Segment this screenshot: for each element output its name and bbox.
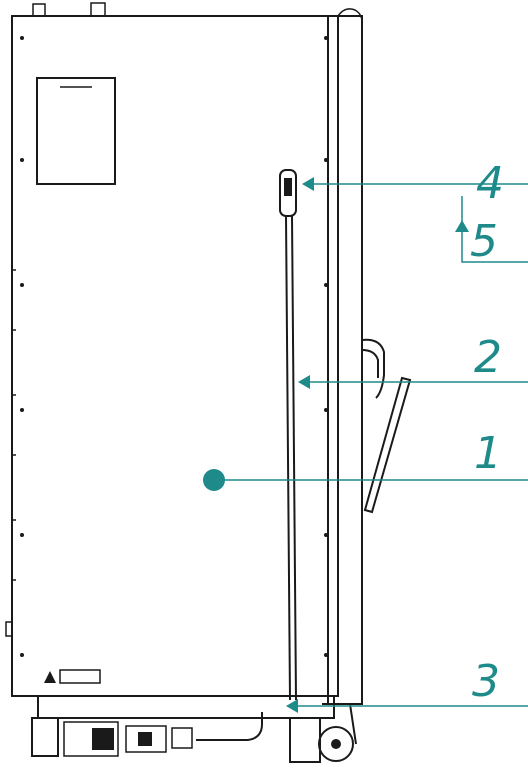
bottom-component-5 (171, 727, 193, 749)
arrow-5 (455, 220, 469, 232)
arrow-2 (298, 375, 310, 389)
callout-label-2: 2 (474, 332, 502, 383)
screws-left (20, 36, 24, 657)
foot-right (289, 717, 321, 763)
warning-label-plate (59, 669, 101, 684)
bottom-component-3 (125, 725, 167, 753)
probe-head-grip (284, 178, 292, 196)
castor-wheel (318, 726, 354, 762)
leader-5 (461, 196, 528, 263)
door-column (327, 15, 363, 705)
callout-label-3: 3 (472, 656, 500, 707)
top-knob-right (90, 2, 106, 17)
dot-1 (203, 469, 225, 491)
warning-triangle-icon (44, 671, 56, 683)
door-column-cap (337, 8, 363, 23)
label-plate (36, 77, 116, 185)
arrow-3 (286, 699, 298, 713)
left-side-tab (5, 621, 13, 637)
callout-label-4: 4 (476, 158, 504, 209)
base-frame (37, 695, 335, 719)
drain-pipe (196, 712, 263, 741)
top-knob-left (32, 3, 46, 17)
callout-label-5: 5 (470, 216, 498, 267)
probe-head (279, 169, 297, 217)
screws-right (324, 36, 328, 657)
probe-cable-b (291, 215, 297, 701)
arrow-4 (302, 177, 314, 191)
left-edge-ticks (12, 269, 16, 581)
castor-hub (331, 739, 341, 749)
door-lever (363, 376, 412, 514)
bottom-component-4 (138, 732, 152, 746)
foot-left (31, 717, 59, 757)
bottom-component-2 (92, 728, 114, 750)
callout-leaders (203, 177, 528, 713)
probe-cable-a (285, 215, 291, 701)
bottom-component-1 (63, 721, 119, 757)
door-handle (361, 338, 385, 399)
callout-label-1: 1 (474, 428, 502, 479)
castor-bracket (322, 703, 357, 745)
